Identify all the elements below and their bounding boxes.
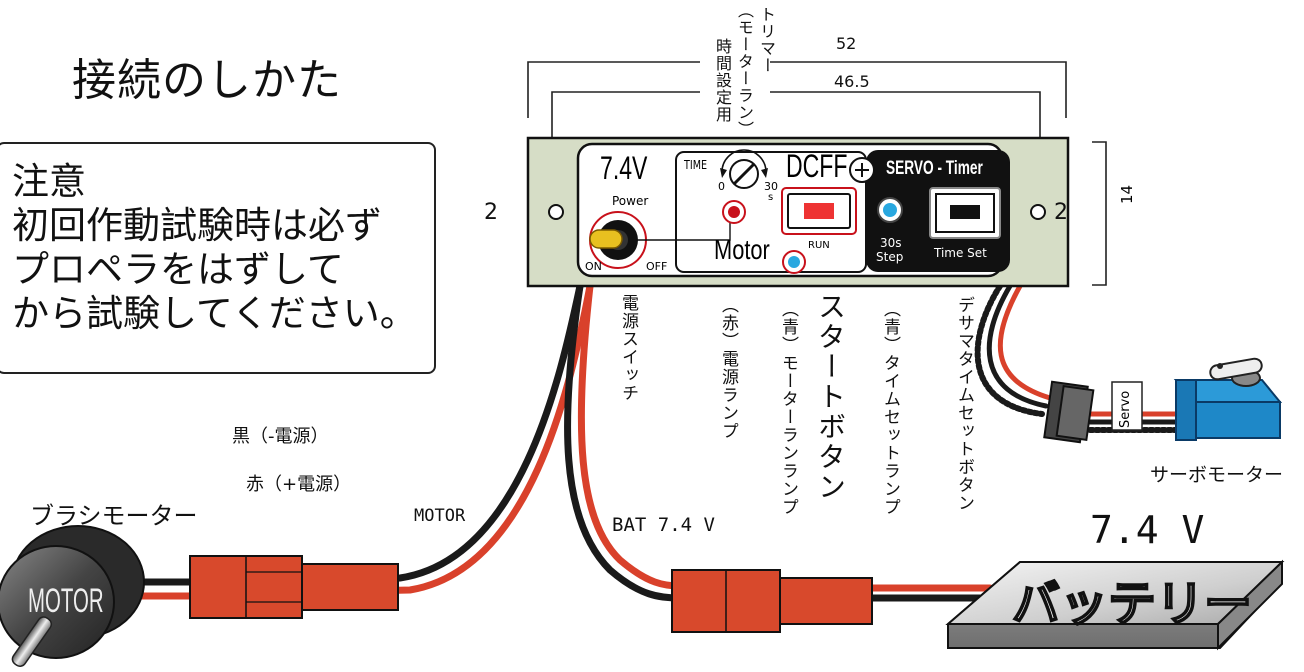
callout-desma-timeset-button: デサマタイムセットボタン [954, 296, 974, 512]
trimmer-sub-label: （モーターラン） [735, 2, 754, 138]
battery-wire [564, 282, 994, 602]
power-lamp [722, 200, 746, 224]
power-label: Power [612, 194, 649, 208]
bat-cable-label: BAT 7.4 V [612, 514, 715, 536]
motor-body-label: MOTOR [28, 582, 104, 620]
motor-connector [189, 555, 399, 619]
servo-wire [974, 283, 1203, 433]
dial-max-label: 30 [764, 180, 778, 193]
on-label: ON [585, 260, 602, 273]
power-switch[interactable] [589, 211, 647, 269]
servo-caption: サーボモーター [1150, 464, 1284, 486]
off-label: OFF [646, 260, 668, 273]
dim-right-margin: 2 [1054, 200, 1068, 225]
caution-line: 初回作動試験時は必ず [12, 204, 382, 247]
dim-inner-width: 46.5 [834, 72, 870, 91]
motor-run-lamp [782, 250, 806, 274]
servo-connector [1043, 380, 1143, 444]
callout-time-set-lamp: （青）タイムセットランプ [880, 300, 900, 516]
motor-wire [306, 282, 594, 596]
servo-motor [1173, 357, 1283, 441]
page-title: 接続のしかた [72, 55, 342, 106]
dim-outer-width: 52 [836, 34, 857, 53]
voltage-label: 7.4V [600, 150, 648, 186]
time-set-button[interactable] [929, 187, 1001, 239]
caution-line: から試験してください。 [12, 292, 417, 335]
motor-caption: ブラシモーター [30, 502, 198, 530]
run-label: RUN [808, 240, 830, 251]
dim-left-margin: 2 [484, 200, 498, 225]
trimmer-dial[interactable] [720, 149, 768, 189]
battery-voltage: 7.4 V [1090, 508, 1205, 552]
time-set-label: Time Set [934, 246, 987, 260]
dial-min-label: 0 [718, 180, 725, 193]
battery-label: バッテリー [1011, 575, 1253, 633]
time-label: TIME [684, 158, 708, 172]
trimmer-purpose: 時間設定用 [713, 38, 732, 123]
red-wire-label: 赤（+電源） [246, 474, 352, 495]
callout-start-button: スタートボタン [814, 292, 847, 502]
brushed-motor [0, 525, 145, 667]
trimmer-label: トリマー [757, 6, 776, 74]
dcff-label: DCFF [786, 148, 848, 184]
step-label-line2: Step [876, 250, 904, 264]
start-button[interactable] [781, 187, 857, 235]
caution-heading: 注意 [12, 160, 86, 203]
caution-box: 注意 初回作動試験時は必ず プロペラをはずして から試験してください。 [0, 142, 436, 374]
battery [945, 559, 1285, 651]
plus-icon [849, 157, 875, 183]
motor-cable-label: MOTOR [414, 506, 466, 526]
servo-tag: Servo [1118, 390, 1133, 428]
battery-connector [671, 569, 873, 633]
dim-height: 14 [1118, 184, 1136, 204]
callout-power-switch: 電源スイッチ [618, 294, 638, 402]
time-set-lamp [877, 197, 903, 223]
callout-motor-run-lamp: （青）モーターランランプ [778, 300, 798, 516]
step-label-line1: 30s [880, 236, 902, 250]
black-wire-label: 黒（-電源） [232, 426, 329, 447]
caution-line: プロペラをはずして [12, 248, 344, 291]
motor-label: Motor [714, 234, 770, 265]
servo-timer-label: SERVO - Timer [886, 158, 983, 179]
dial-unit-label: s [768, 192, 774, 203]
callout-power-lamp: （赤）電源ランプ [718, 296, 738, 440]
